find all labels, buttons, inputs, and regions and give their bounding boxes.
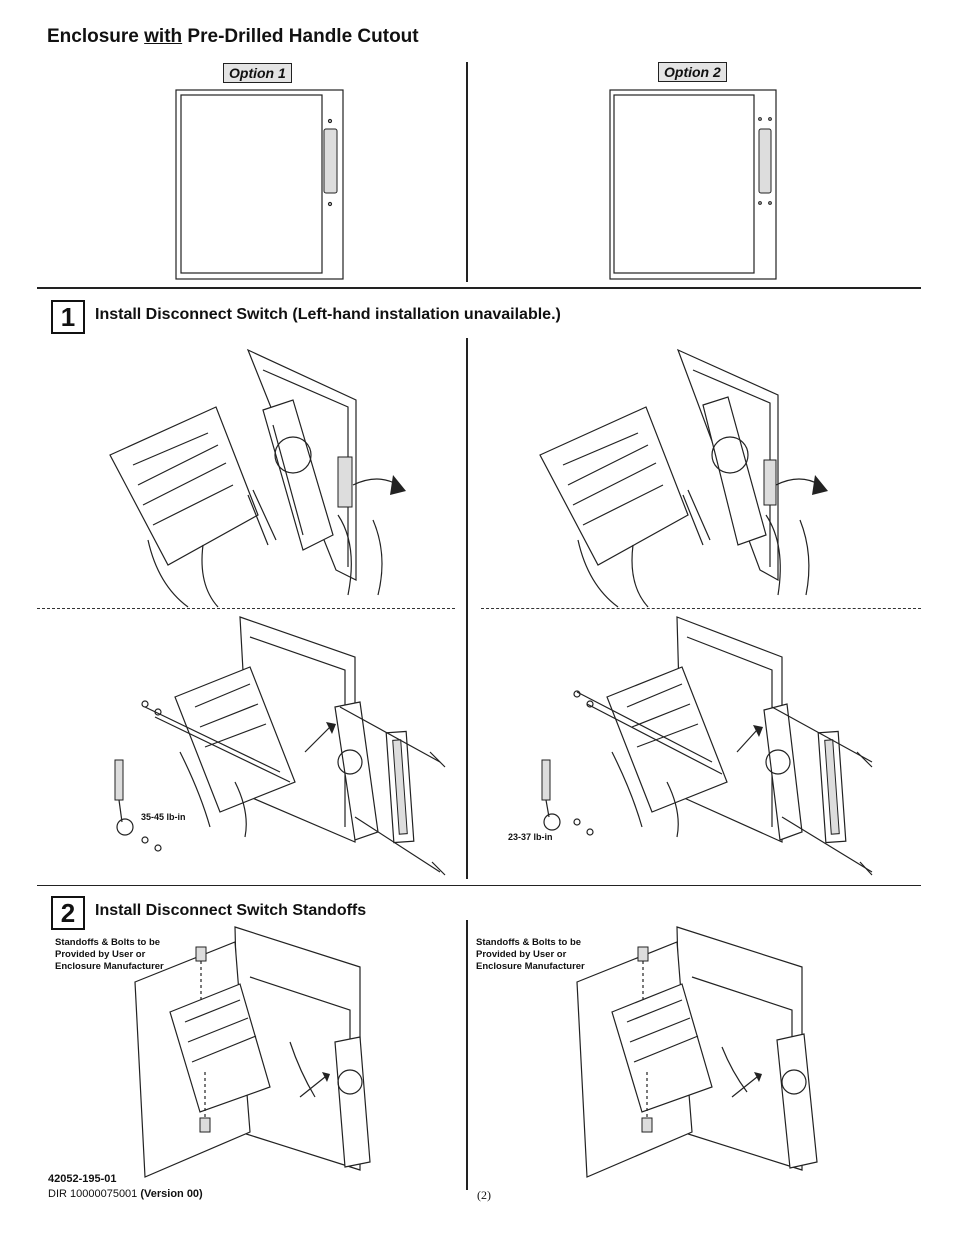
section-rule-1 [37,287,921,289]
enclosure-option-1-drawing [175,89,344,280]
torque-label-left: 35-45 lb-in [141,812,186,822]
standoffs-note-left: Standoffs & Bolts to be Provided by User… [55,937,164,973]
mount-switch-illustration-2 [541,616,873,876]
step-1-title: Install Disconnect Switch (Left-hand ins… [95,306,561,323]
step-2-number: 2 [51,896,85,930]
install-switch-illustration-2 [539,348,828,608]
step-2-title: Install Disconnect Switch Standoffs [95,902,367,919]
standoffs-illustration-1 [134,926,371,1178]
note-line: Standoffs & Bolts to be [476,937,582,948]
standoffs-illustration-2 [576,926,818,1178]
title-text-end: Pre-Drilled Handle Cutout [182,26,419,47]
top-divider [466,62,468,282]
enclosure-option-2-drawing [609,89,777,280]
dashed-separator-right [481,608,921,609]
option-1-label: Option 1 [223,63,292,83]
note-line: Enclosure Manufacturer [476,961,585,972]
document-id: DIR 10000075001 (Version 00) [48,1188,203,1200]
note-line: Provided by User or [476,949,567,960]
page-number: (2) [477,1188,491,1202]
section-rule-2 [37,885,921,886]
install-switch-illustration-1 [109,348,406,608]
dashed-separator-left [37,608,455,609]
document-version: (Version 00) [140,1188,203,1200]
note-line: Standoffs & Bolts to be [55,937,161,948]
standoffs-note-right: Standoffs & Bolts to be Provided by User… [476,937,585,973]
step1-divider [466,338,468,879]
title-text: Enclosure [47,26,145,47]
mount-switch-illustration-1 [114,616,446,876]
document-id-number: DIR 10000075001 [48,1188,141,1200]
title-underlined: with [144,26,183,47]
part-number: 42052-195-01 [48,1173,117,1185]
torque-label-right: 23-37 lb-in [508,832,553,842]
note-line: Enclosure Manufacturer [55,961,164,972]
note-line: Provided by User or [55,949,146,960]
page-title: Enclosure with Pre-Drilled Handle Cutout [47,26,419,48]
step-1-number: 1 [51,300,85,334]
option-2-label: Option 2 [658,62,727,82]
step2-divider [466,920,468,1190]
